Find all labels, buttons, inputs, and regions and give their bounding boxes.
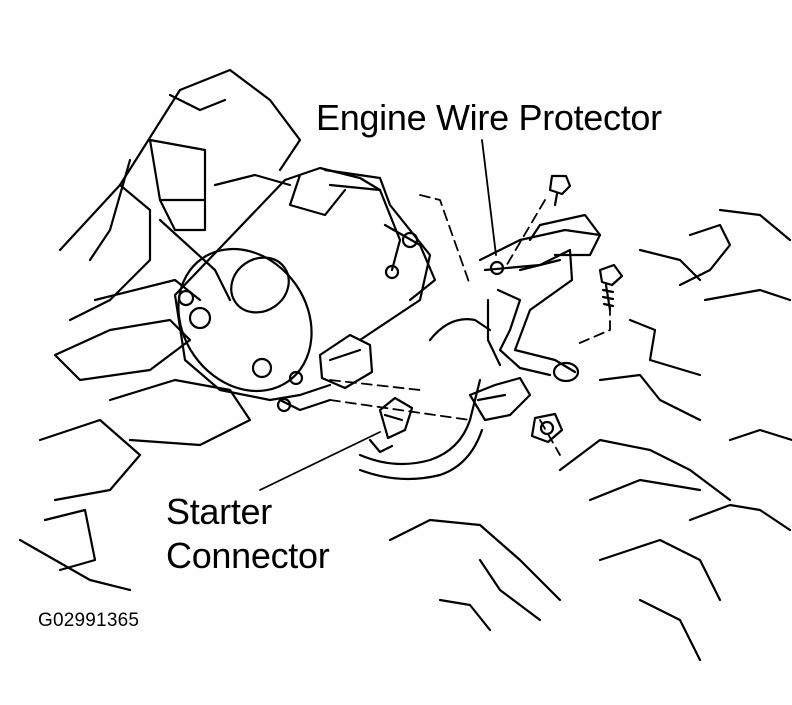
starter-label-line2: Connector <box>166 535 330 576</box>
engine-wire-protector-label: Engine Wire Protector <box>316 97 662 138</box>
dashed-guide-lines <box>329 194 611 456</box>
starter-connector-leader <box>259 431 381 491</box>
engine-right-outline <box>388 208 792 662</box>
leader-lines <box>259 139 497 491</box>
starter-connector-label: Starter Connector <box>166 490 330 578</box>
starter-connector-harness <box>358 318 532 481</box>
fasteners <box>530 174 624 444</box>
starter-label-line1: Starter <box>166 491 272 532</box>
engine-block-outline <box>18 68 302 592</box>
starter-motor <box>173 166 437 413</box>
wire-protector-leader <box>481 139 497 256</box>
figure-code: G02991365 <box>38 610 140 631</box>
engine-wire-protector-bracket <box>478 213 602 383</box>
